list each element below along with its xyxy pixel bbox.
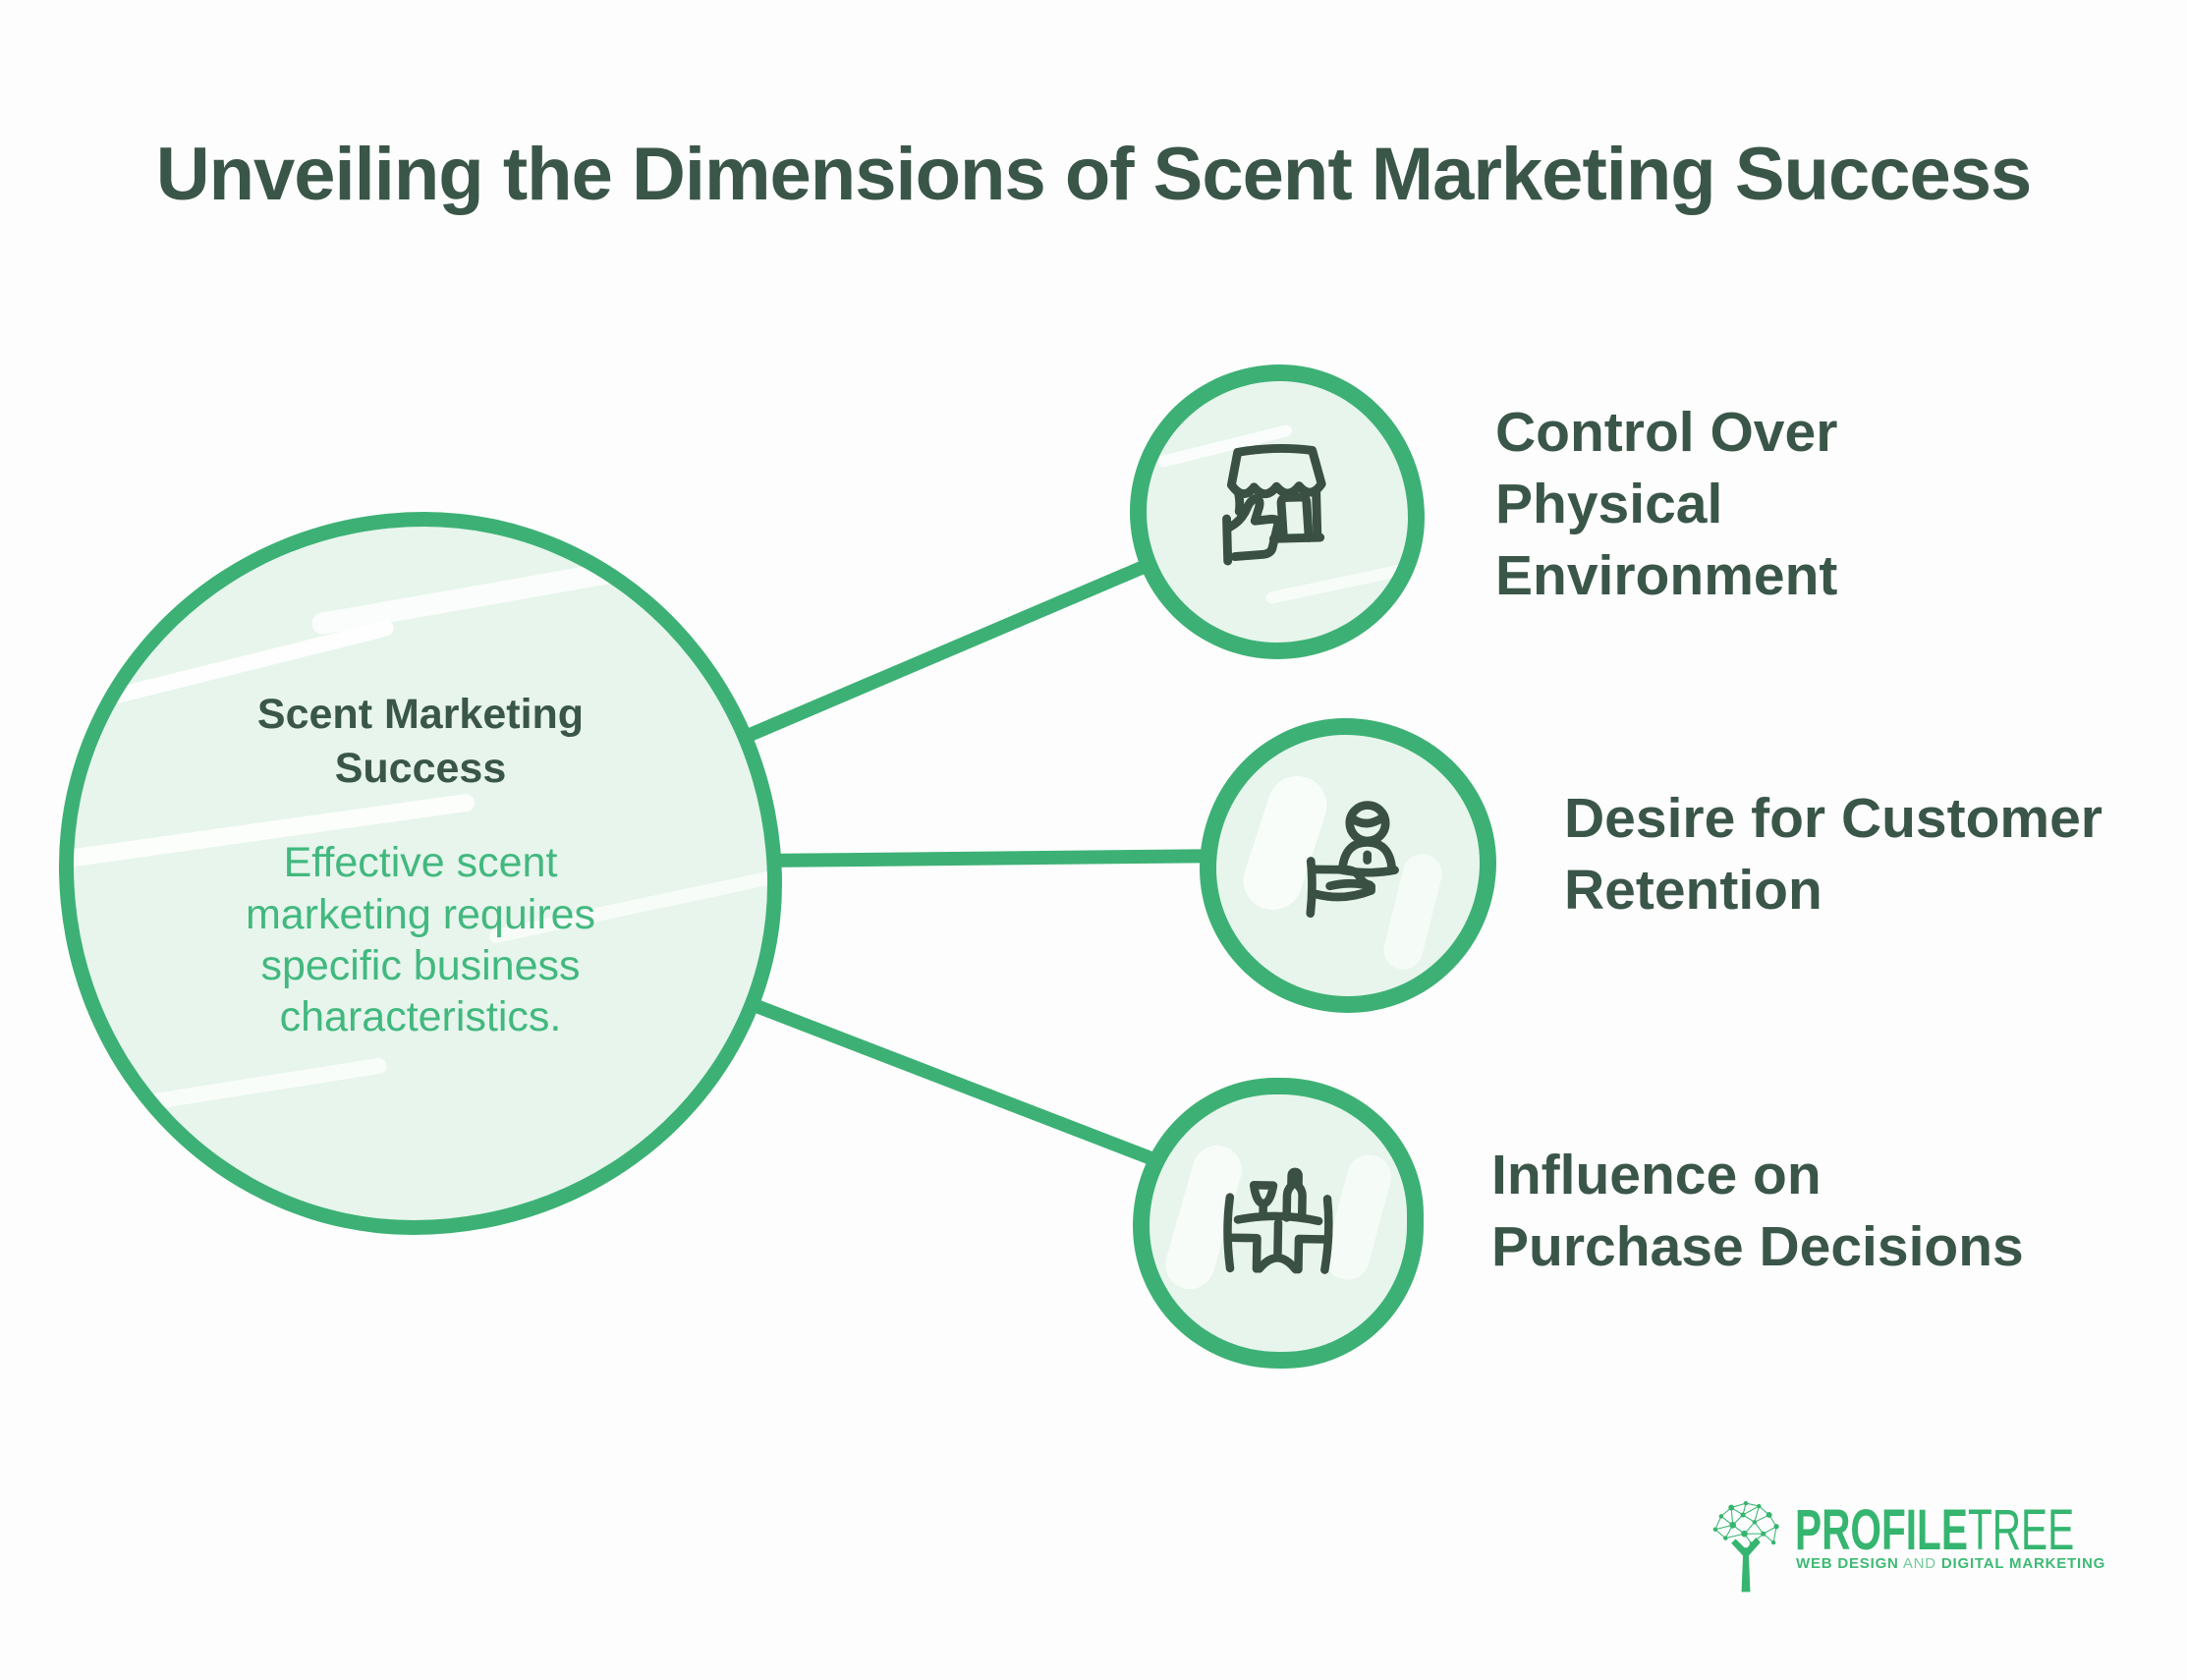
texture-streak (133, 1056, 388, 1113)
connector-line-bottom (728, 989, 1187, 1178)
branch-label-customer-retention: Desire for Customer Retention (1564, 787, 2103, 922)
profiletree-logo: PROFILETREE WEB DESIGN AND DIGITAL MARKE… (1710, 1488, 2105, 1601)
brand-tagline: WEB DESIGN AND DIGITAL MARKETING (1796, 1555, 2105, 1572)
branch-label-physical-environment: Control Over Physical Environment (1495, 401, 1838, 607)
tagline-digital-marketing: DIGITAL MARKETING (1940, 1555, 2106, 1572)
center-node-description: Effective scent marketing requires speci… (245, 839, 596, 1041)
connector-line-middle (763, 849, 1219, 868)
texture-streak (309, 556, 644, 637)
tagline-and: AND (1902, 1555, 1936, 1572)
branch-node-physical-environment (1130, 364, 1425, 659)
brand-profile-text: PROFILE (1795, 1498, 1968, 1562)
dining-table-icon (1223, 1167, 1333, 1274)
center-node-content: Scent Marketing Success Effective scent … (209, 688, 632, 1043)
person-in-hand-icon (1306, 801, 1399, 919)
profiletree-tree-icon (1712, 1500, 1779, 1593)
page-title: Unveiling the Dimensions of Scent Market… (155, 133, 2033, 216)
branch-label-purchase-decisions: Influence on Purchase Decisions (1491, 1144, 2024, 1278)
brand-wordmark: PROFILETREE (1795, 1502, 2074, 1559)
center-node: Scent Marketing Success Effective scent … (59, 512, 782, 1235)
connector-line-top (726, 553, 1162, 751)
center-node-title: Scent Marketing Success (256, 691, 585, 793)
storefront-thumbs-up-icon (1222, 444, 1326, 566)
branch-node-purchase-decisions (1133, 1078, 1424, 1369)
branch-node-customer-retention (1200, 718, 1496, 1013)
brand-tree-text: TREE (1967, 1498, 2075, 1562)
tagline-web-design: WEB DESIGN (1796, 1555, 1899, 1572)
